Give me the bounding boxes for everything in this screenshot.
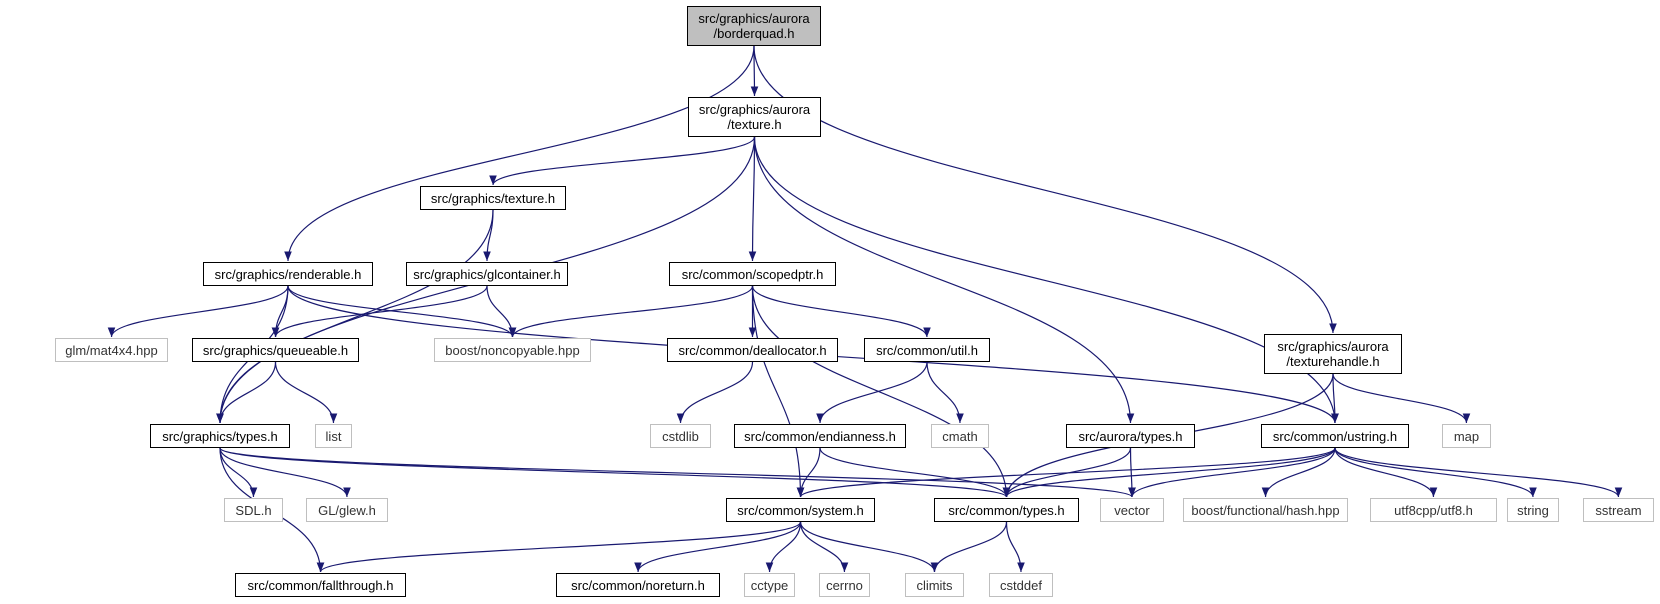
edge-ustring-to-sstream (1334, 447, 1623, 498)
node-cstddef: cstddef (989, 573, 1053, 597)
node-sstream: sstream (1583, 498, 1654, 522)
edge-g_types-to-glew (219, 447, 351, 498)
edge-ustring-to-system (796, 447, 1336, 498)
node-borderquad: src/graphics/aurora /borderquad.h (687, 6, 821, 46)
edge-system-to-cerrno (799, 521, 849, 573)
edge-deallocator-to-cstdlib (676, 361, 754, 424)
edge-aur_texture-to-scopedptr (748, 136, 757, 262)
edge-endianness-to-system (796, 447, 821, 498)
edge-renderable-to-noncopyable (287, 285, 517, 338)
edge-queueable-to-list (274, 361, 338, 424)
node-g-types[interactable]: src/graphics/types.h (150, 424, 290, 448)
edge-aur_texture-to-g_texture (489, 136, 756, 186)
node-string: string (1507, 498, 1559, 522)
edge-aur_texture-to-ustring (753, 136, 1339, 424)
edge-glcontainer-to-noncopyable (486, 285, 517, 338)
edge-ustring-to-c_types (1002, 447, 1336, 498)
edge-scopedptr-to-noncopyable (508, 285, 754, 338)
edge-scopedptr-to-system (751, 285, 805, 498)
node-c-types[interactable]: src/common/types.h (934, 498, 1079, 522)
node-system[interactable]: src/common/system.h (726, 498, 875, 522)
node-vector: vector (1100, 498, 1164, 522)
node-g-texture[interactable]: src/graphics/texture.h (420, 186, 566, 210)
node-util[interactable]: src/common/util.h (864, 338, 990, 362)
node-fallthrough[interactable]: src/common/fallthrough.h (235, 573, 406, 597)
node-scopedptr[interactable]: src/common/scopedptr.h (669, 262, 836, 286)
node-climits: climits (905, 573, 964, 597)
node-noncopyable: boost/noncopyable.hpp (434, 338, 591, 362)
edge-scopedptr-to-c_types (751, 285, 1011, 498)
edge-system-to-fallthrough (316, 521, 802, 573)
edge-system-to-cctype (765, 521, 802, 573)
edge-g_texture-to-g_types (216, 209, 494, 424)
node-cmath: cmath (931, 424, 989, 448)
edge-ustring-to-utf8 (1334, 447, 1438, 498)
node-mat4x4: glm/mat4x4.hpp (55, 338, 168, 362)
node-glew: GL/glew.h (306, 498, 388, 522)
node-sdl: SDL.h (224, 498, 283, 522)
edge-renderable-to-mat4x4 (107, 285, 289, 338)
node-noreturn[interactable]: src/common/noreturn.h (556, 573, 720, 597)
node-a-types[interactable]: src/aurora/types.h (1066, 424, 1195, 448)
edge-texturehandle-to-ustring (1331, 373, 1339, 424)
edge-system-to-climits (799, 521, 939, 573)
edge-queueable-to-g_types (216, 361, 277, 424)
edge-a_types-to-vector (1128, 447, 1136, 498)
node-cerrno: cerrno (819, 573, 870, 597)
node-renderable[interactable]: src/graphics/renderable.h (203, 262, 373, 286)
edge-c_types-to-climits (930, 521, 1008, 573)
edge-util-to-cmath (926, 361, 964, 424)
edge-endianness-to-c_types (819, 447, 1011, 498)
node-utf8: utf8cpp/utf8.h (1370, 498, 1497, 522)
edge-borderquad-to-texturehandle (753, 45, 1337, 334)
edge-glcontainer-to-queueable (271, 285, 488, 338)
edge-system-to-noreturn (634, 521, 802, 573)
edge-texturehandle-to-map (1332, 373, 1471, 424)
node-endianness[interactable]: src/common/endianness.h (734, 424, 906, 448)
node-hash: boost/functional/hash.hpp (1183, 498, 1348, 522)
edge-borderquad-to-renderable (284, 45, 755, 262)
node-list: list (315, 424, 352, 448)
node-cstdlib: cstdlib (650, 424, 711, 448)
edge-c_types-to-cstddef (1005, 521, 1025, 573)
node-deallocator[interactable]: src/common/deallocator.h (667, 338, 838, 362)
edge-scopedptr-to-util (751, 285, 931, 338)
node-queueable[interactable]: src/graphics/queueable.h (192, 338, 359, 362)
edge-ustring-to-string (1334, 447, 1537, 498)
edge-util-to-endianness (816, 361, 928, 424)
node-map: map (1442, 424, 1491, 448)
node-cctype: cctype (744, 573, 795, 597)
node-ustring[interactable]: src/common/ustring.h (1261, 424, 1409, 448)
edge-g_types-to-vector (219, 447, 1136, 498)
node-texturehandle[interactable]: src/graphics/aurora /texturehandle.h (1264, 334, 1402, 374)
edge-aur_texture-to-a_types (753, 136, 1135, 424)
node-aur-texture[interactable]: src/graphics/aurora /texture.h (688, 97, 821, 137)
edge-ustring-to-hash (1261, 447, 1336, 498)
edge-ustring-to-vector (1128, 447, 1336, 498)
node-glcontainer[interactable]: src/graphics/glcontainer.h (406, 262, 568, 286)
edge-g_types-to-c_types (219, 447, 1011, 498)
